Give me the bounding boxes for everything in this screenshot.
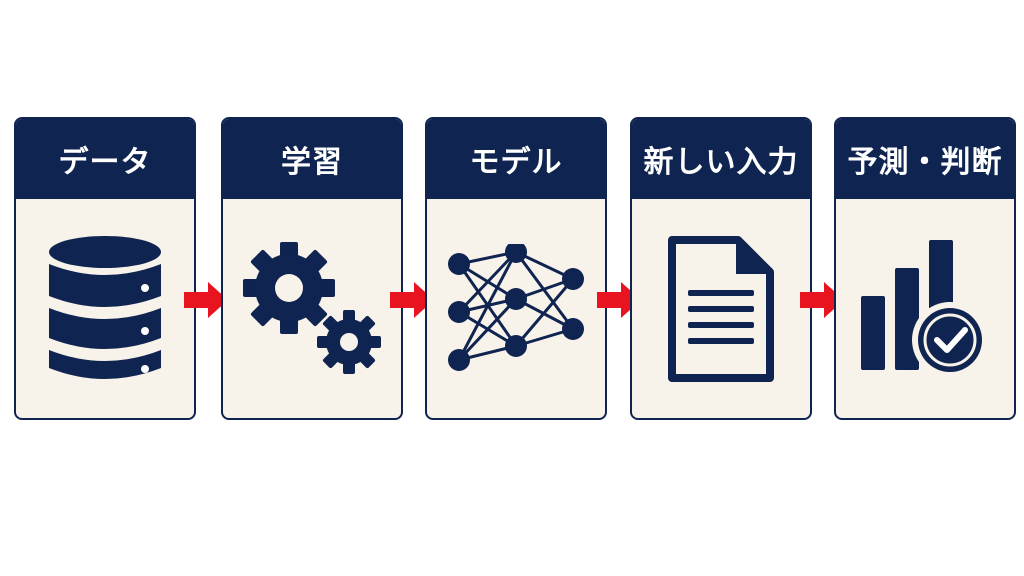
arrow-right-icon	[800, 282, 844, 318]
arrow-right-icon	[390, 282, 434, 318]
step-card-data: データ	[14, 117, 196, 420]
database-icon	[49, 235, 161, 379]
step-title: データ	[16, 119, 194, 199]
step-card-new-input: 新しい入力	[630, 117, 812, 420]
step-card-learning: 学習	[221, 117, 403, 420]
step-title: 学習	[223, 119, 401, 199]
document-icon	[668, 235, 774, 382]
neural-network-icon	[448, 243, 584, 371]
step-card-prediction: 予測・判断	[834, 117, 1016, 420]
bar-chart-check-icon	[861, 239, 988, 378]
step-title: 予測・判断	[836, 119, 1014, 199]
step-card-model: モデル	[425, 117, 607, 420]
step-title: モデル	[427, 119, 605, 199]
step-title: 新しい入力	[632, 119, 810, 199]
gears-icon	[243, 241, 381, 374]
arrow-right-icon	[184, 282, 228, 318]
